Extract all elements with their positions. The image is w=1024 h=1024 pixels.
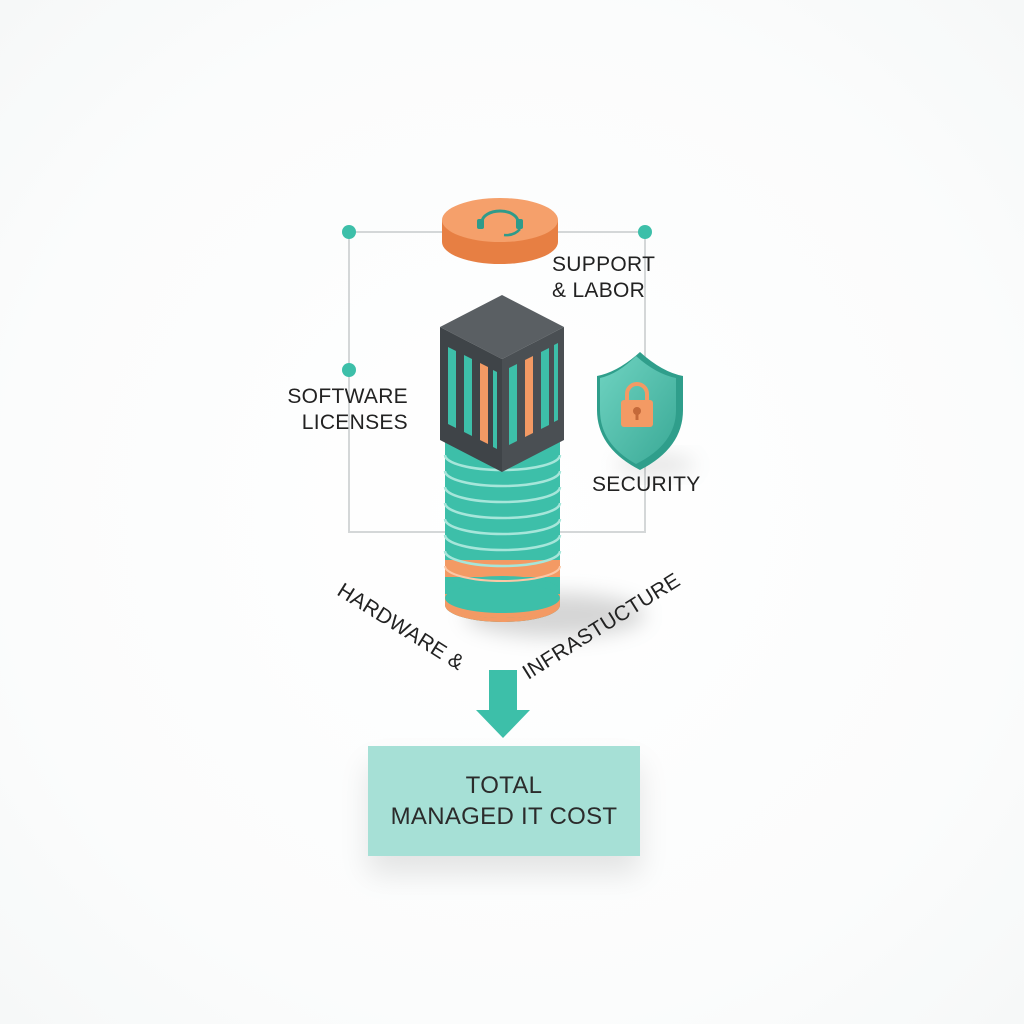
security-label: SECURITY — [592, 473, 701, 496]
node-top-right — [638, 225, 652, 239]
support-label-line-1: SUPPORT — [552, 253, 656, 276]
support-labor-label: SUPPORT & LABOR — [552, 252, 655, 304]
server-stack-icon — [440, 295, 564, 622]
connector-nodes — [342, 225, 652, 377]
node-top-left — [342, 225, 356, 239]
support-label-line-2: & LABOR — [552, 279, 646, 302]
headset-icon — [442, 198, 558, 264]
arrow-down-icon — [476, 670, 530, 738]
shield-lock-icon — [597, 352, 695, 475]
node-left — [342, 363, 356, 377]
software-licenses-label: SOFTWARE LICENSES — [286, 384, 408, 436]
total-cost-line-2: MANAGED IT COST — [390, 803, 618, 830]
connector-left — [348, 232, 450, 533]
connector-lines — [348, 231, 646, 533]
total-cost-box: TOTAL MANAGED IT COST — [368, 746, 640, 856]
software-label-line-2: LICENSES — [301, 411, 408, 434]
connector-right — [560, 232, 646, 533]
total-cost-line-1: TOTAL — [465, 772, 543, 799]
software-label-line-1: SOFTWARE — [287, 385, 408, 408]
